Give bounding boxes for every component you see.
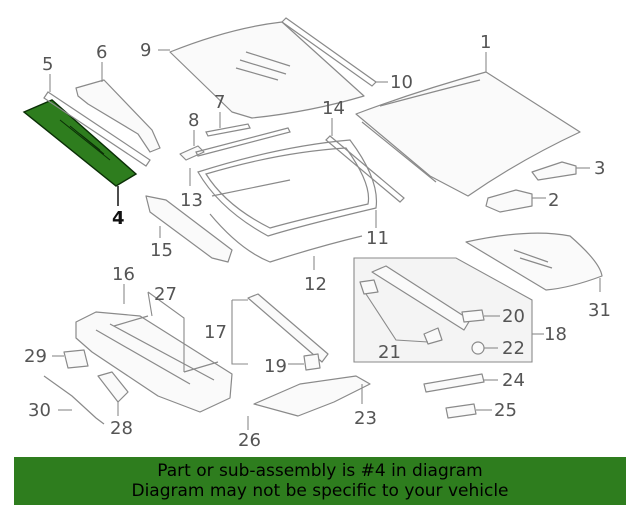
part-3-actuator[interactable] — [531, 161, 577, 181]
part-16-frame-assembly[interactable] — [75, 311, 233, 413]
callout-22[interactable]: 22 — [502, 338, 525, 359]
part-30-cable[interactable] — [43, 375, 105, 425]
callout-23[interactable]: 23 — [354, 408, 377, 429]
callout-11[interactable]: 11 — [366, 228, 389, 249]
callout-25[interactable]: 25 — [494, 400, 517, 421]
part-8-clip[interactable] — [179, 145, 205, 161]
part-19-slider[interactable] — [303, 353, 321, 371]
callout-17[interactable]: 17 — [204, 322, 227, 343]
callout-3[interactable]: 3 — [594, 158, 605, 179]
callout-13[interactable]: 13 — [180, 190, 203, 211]
callout-9[interactable]: 9 — [140, 40, 151, 61]
callout-21[interactable]: 21 — [378, 342, 401, 363]
callout-30[interactable]: 30 — [28, 400, 51, 421]
part-21-clip-a[interactable] — [359, 279, 379, 295]
part-10-weatherstrip[interactable] — [281, 17, 377, 87]
part-5-seal[interactable] — [43, 91, 151, 167]
part-17-guide-rail[interactable] — [247, 293, 329, 363]
part-21-leader — [365, 293, 429, 343]
callout-24[interactable]: 24 — [502, 370, 525, 391]
callout-29[interactable]: 29 — [24, 346, 47, 367]
part-29-motor[interactable] — [63, 349, 89, 369]
part-25-bracket[interactable] — [445, 403, 477, 419]
part-17-leader — [231, 299, 248, 365]
callout-2[interactable]: 2 — [548, 190, 559, 211]
callout-28[interactable]: 28 — [110, 418, 133, 439]
caption-line-2: Diagram may not be specific to your vehi… — [131, 481, 509, 501]
callout-19[interactable]: 19 — [264, 356, 287, 377]
part-31-rear-glass[interactable] — [465, 232, 603, 291]
part-22-screw[interactable] — [471, 341, 485, 355]
parts-diagram: 4 5 6 9 10 1 7 8 13 14 11 1 — [22, 17, 611, 451]
part-21-clip-b[interactable] — [423, 327, 443, 345]
callout-26[interactable]: 26 — [238, 430, 261, 451]
part-6-rail[interactable] — [75, 79, 161, 153]
part-20-guide[interactable] — [461, 309, 485, 323]
caption-line-1: Part or sub-assembly is #4 in diagram — [157, 461, 483, 481]
part-24-strip[interactable] — [423, 373, 485, 393]
part-26-seal-strip[interactable] — [253, 375, 371, 417]
callout-20[interactable]: 20 — [502, 306, 525, 327]
part-7-trim[interactable] — [205, 123, 251, 137]
part-4-sunshade[interactable] — [22, 99, 138, 187]
callout-8[interactable]: 8 — [188, 110, 199, 131]
callout-10[interactable]: 10 — [390, 72, 413, 93]
part-14-seal[interactable] — [325, 135, 405, 203]
part-2-bracket[interactable] — [485, 189, 533, 213]
callout-15[interactable]: 15 — [150, 240, 173, 261]
callout-18[interactable]: 18 — [544, 324, 567, 345]
part-11-frame[interactable] — [197, 139, 378, 237]
part-12-seal[interactable] — [209, 213, 363, 263]
part-1-roof-panel[interactable] — [355, 71, 581, 197]
callout-5[interactable]: 5 — [42, 54, 53, 75]
callout-16[interactable]: 16 — [112, 264, 135, 285]
part-27-leader — [147, 291, 185, 372]
callout-12[interactable]: 12 — [304, 274, 327, 295]
callout-4[interactable]: 4 — [112, 208, 125, 229]
part-27-trim[interactable] — [113, 315, 219, 373]
callout-27[interactable]: 27 — [154, 284, 177, 305]
callout-31[interactable]: 31 — [588, 300, 611, 321]
callout-1[interactable]: 1 — [480, 32, 491, 53]
part-9-glass-panel[interactable] — [169, 21, 365, 119]
part-13-deflector[interactable] — [195, 127, 291, 157]
caption-banner: Part or sub-assembly is #4 in diagram Di… — [14, 457, 626, 505]
part-28-module[interactable] — [97, 371, 129, 403]
callout-14[interactable]: 14 — [322, 98, 345, 119]
callout-7[interactable]: 7 — [214, 92, 225, 113]
part-15-bracket[interactable] — [145, 195, 233, 263]
callout-6[interactable]: 6 — [96, 42, 107, 63]
